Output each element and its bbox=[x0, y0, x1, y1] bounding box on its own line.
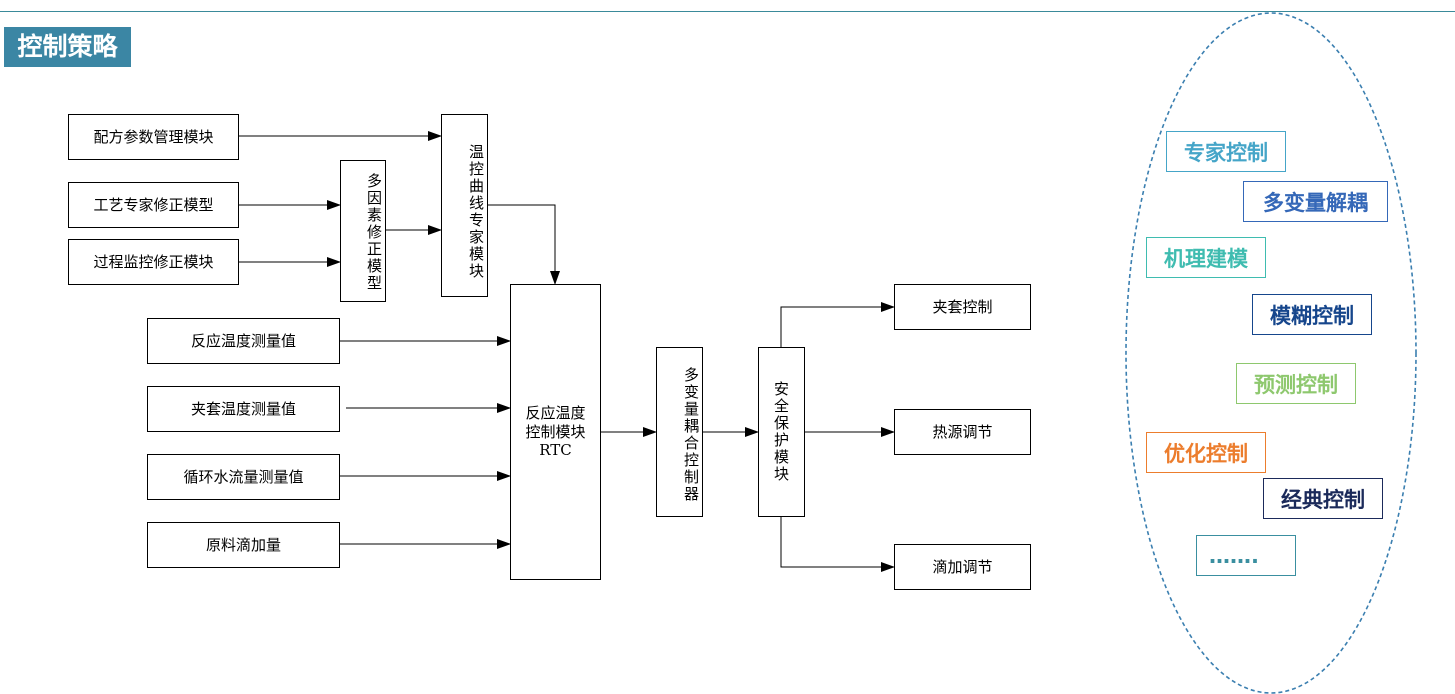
process-expert-box: 工艺专家修正模型 bbox=[68, 182, 239, 228]
rtc-line2: 控制模块 bbox=[525, 422, 586, 441]
arrow-tempcurve-to-rtc bbox=[487, 204, 560, 285]
drip-control-box: 滴加调节 bbox=[894, 544, 1031, 590]
strategy-predictive-control: 预测控制 bbox=[1236, 363, 1356, 404]
strategy-fuzzy-control: 模糊控制 bbox=[1252, 294, 1372, 335]
temp-curve-expert-box: 温控曲线专家模块 bbox=[441, 114, 488, 297]
arrow-safety-to-jacket bbox=[780, 302, 895, 347]
strategy-expert-control: 专家控制 bbox=[1166, 131, 1286, 172]
heat-source-box: 热源调节 bbox=[894, 409, 1031, 455]
rtc-module-box: 反应温度 控制模块 RTC bbox=[510, 284, 601, 580]
jacket-temp-box: 夹套温度测量值 bbox=[147, 386, 340, 432]
top-divider-line bbox=[0, 11, 1455, 12]
reaction-temp-box: 反应温度测量值 bbox=[147, 318, 340, 364]
page-title: 控制策略 bbox=[4, 27, 131, 67]
strategy-ellipse bbox=[1125, 12, 1417, 694]
safety-module-box: 安全保护模块 bbox=[758, 347, 805, 517]
rtc-line1: 反应温度 bbox=[525, 403, 586, 422]
strategy-mechanism-modeling: 机理建模 bbox=[1146, 237, 1266, 278]
recipe-module-box: 配方参数管理模块 bbox=[68, 114, 239, 160]
strategy-multivariable-decoupling: 多变量解耦 bbox=[1243, 181, 1388, 222]
rtc-line3: RTC bbox=[539, 441, 572, 460]
arrow-safety-to-drip bbox=[780, 516, 895, 572]
strategy-more-ellipsis: ……. bbox=[1196, 535, 1296, 576]
water-flow-box: 循环水流量测量值 bbox=[147, 454, 340, 500]
strategy-classic-control: 经典控制 bbox=[1263, 478, 1383, 519]
multi-factor-box: 多因素修正模型 bbox=[340, 160, 386, 302]
strategy-optimization-control: 优化控制 bbox=[1146, 432, 1266, 473]
decoupling-controller-box: 多变量耦合控制器 bbox=[656, 347, 703, 517]
jacket-control-box: 夹套控制 bbox=[894, 284, 1031, 330]
feed-amount-box: 原料滴加量 bbox=[147, 522, 340, 568]
process-monitor-box: 过程监控修正模块 bbox=[68, 239, 239, 285]
